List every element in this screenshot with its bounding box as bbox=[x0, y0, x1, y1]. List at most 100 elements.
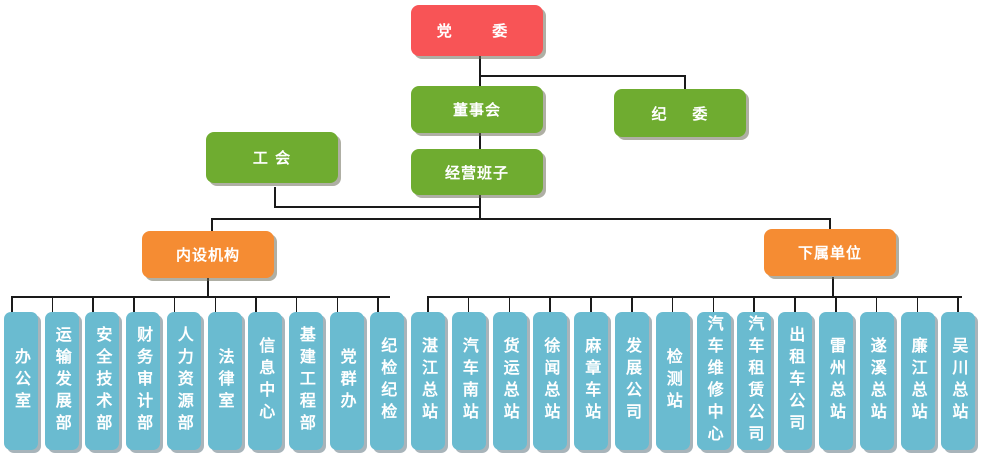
internal-child-node[interactable]: 财务审计部 bbox=[126, 312, 161, 450]
node-label: 党群办 bbox=[337, 348, 357, 414]
connector bbox=[377, 296, 379, 313]
subsidiary-child-node[interactable]: 廉江总站 bbox=[900, 312, 935, 450]
connector bbox=[173, 296, 176, 313]
node-label: 安全技术部 bbox=[93, 326, 113, 436]
node-label: 法律室 bbox=[215, 348, 235, 414]
connector bbox=[51, 296, 54, 313]
node-label: 工 会 bbox=[252, 149, 292, 167]
connector bbox=[753, 296, 755, 313]
connector bbox=[211, 218, 213, 232]
connector bbox=[207, 278, 209, 297]
node-label: 湛江总站 bbox=[419, 337, 438, 425]
connector bbox=[274, 206, 479, 208]
internal-child-node[interactable]: 办公室 bbox=[4, 312, 38, 450]
node-label: 经营班子 bbox=[444, 163, 509, 182]
connector bbox=[211, 218, 829, 220]
board-node[interactable]: 董事会 bbox=[411, 86, 543, 133]
connector bbox=[92, 296, 94, 313]
discipline-committee-node[interactable]: 纪 委 bbox=[614, 89, 746, 137]
node-label: 发展公司 bbox=[623, 337, 642, 425]
node-label: 麻章车站 bbox=[582, 337, 602, 425]
connector bbox=[684, 75, 686, 95]
node-label: 党 委 bbox=[436, 22, 518, 40]
node-label: 廉江总站 bbox=[908, 337, 928, 425]
connector bbox=[479, 56, 481, 87]
node-label: 纪 委 bbox=[651, 104, 709, 123]
connector bbox=[133, 296, 135, 313]
node-label: 纪检纪检 bbox=[378, 337, 398, 425]
internal-child-node[interactable]: 安全技术部 bbox=[85, 312, 120, 450]
internal-child-node[interactable]: 法律室 bbox=[207, 312, 242, 450]
subsidiary-child-node[interactable]: 汽车南站 bbox=[451, 312, 486, 450]
connector bbox=[274, 187, 276, 206]
connector bbox=[835, 296, 837, 313]
management-node[interactable]: 经营班子 bbox=[411, 149, 543, 195]
connector bbox=[712, 296, 715, 313]
connector bbox=[427, 296, 962, 298]
connector bbox=[255, 296, 257, 313]
connector bbox=[508, 296, 511, 313]
node-label: 货运总站 bbox=[500, 337, 520, 425]
node-label: 董事会 bbox=[452, 101, 501, 119]
union-node[interactable]: 工 会 bbox=[206, 132, 338, 183]
internal-child-node[interactable]: 纪检纪检 bbox=[370, 312, 405, 450]
node-label: 财务审计部 bbox=[134, 326, 154, 436]
connector bbox=[427, 296, 429, 313]
node-label: 汽车租赁公司 bbox=[745, 315, 765, 447]
connector bbox=[479, 133, 481, 150]
internal-child-node[interactable]: 人力资源部 bbox=[166, 312, 201, 450]
connector bbox=[957, 296, 959, 313]
connector bbox=[590, 296, 592, 313]
internal-child-node[interactable]: 运输发展部 bbox=[44, 312, 79, 450]
subsidiary-child-node[interactable]: 汽车维修中心 bbox=[696, 312, 731, 450]
subsidiary-child-node[interactable]: 货运总站 bbox=[492, 312, 527, 450]
connector bbox=[671, 296, 674, 313]
node-label: 汽车维修中心 bbox=[704, 315, 724, 447]
node-label: 汽车南站 bbox=[459, 337, 479, 425]
connector bbox=[832, 277, 834, 297]
subsidiary-child-node[interactable]: 吴川总站 bbox=[941, 312, 976, 450]
node-label: 吴川总站 bbox=[949, 337, 969, 425]
node-label: 出租车公司 bbox=[786, 326, 806, 436]
connector bbox=[467, 296, 470, 313]
connector bbox=[549, 296, 551, 313]
node-label: 信息中心 bbox=[256, 337, 276, 425]
subsidiary-child-node[interactable]: 汽车租赁公司 bbox=[737, 312, 772, 450]
subsidiary-units-node[interactable]: 下属单位 bbox=[764, 229, 896, 276]
subsidiary-child-node[interactable]: 麻章车站 bbox=[574, 312, 609, 450]
internal-child-node[interactable]: 党群办 bbox=[329, 312, 364, 450]
subsidiary-child-node[interactable]: 遂溪总站 bbox=[859, 312, 894, 450]
subsidiary-child-node[interactable]: 湛江总站 bbox=[411, 312, 445, 450]
subsidiary-child-node[interactable]: 发展公司 bbox=[615, 312, 649, 450]
connector bbox=[631, 296, 633, 313]
connector bbox=[295, 296, 298, 313]
node-label: 运输发展部 bbox=[52, 326, 72, 436]
node-label: 徐闻总站 bbox=[541, 337, 561, 425]
node-label: 遂溪总站 bbox=[867, 337, 887, 425]
connector bbox=[794, 296, 796, 313]
node-label: 基建工程部 bbox=[296, 326, 316, 436]
node-label: 下属单位 bbox=[797, 244, 862, 262]
internal-child-node[interactable]: 基建工程部 bbox=[288, 312, 323, 450]
internal-departments-node[interactable]: 内设机构 bbox=[142, 231, 274, 278]
node-label: 内设机构 bbox=[175, 246, 240, 264]
connector bbox=[11, 296, 13, 313]
connector bbox=[829, 218, 831, 230]
subsidiary-child-node[interactable]: 出租车公司 bbox=[778, 312, 813, 450]
subsidiary-child-node[interactable]: 雷州总站 bbox=[819, 312, 853, 450]
connector bbox=[214, 296, 216, 313]
node-label: 雷州总站 bbox=[827, 337, 846, 425]
connector bbox=[479, 195, 481, 218]
connector bbox=[479, 75, 684, 77]
internal-child-node[interactable]: 信息中心 bbox=[248, 312, 283, 450]
connector bbox=[336, 296, 339, 313]
node-label: 检测站 bbox=[663, 348, 683, 414]
connector bbox=[916, 296, 919, 313]
subsidiary-child-node[interactable]: 徐闻总站 bbox=[533, 312, 568, 450]
node-label: 办公室 bbox=[12, 348, 31, 414]
connector bbox=[11, 296, 390, 298]
node-label: 人力资源部 bbox=[174, 326, 194, 436]
connector bbox=[875, 296, 878, 313]
subsidiary-child-node[interactable]: 检测站 bbox=[655, 312, 690, 450]
party-committee-node[interactable]: 党 委 bbox=[411, 5, 543, 56]
